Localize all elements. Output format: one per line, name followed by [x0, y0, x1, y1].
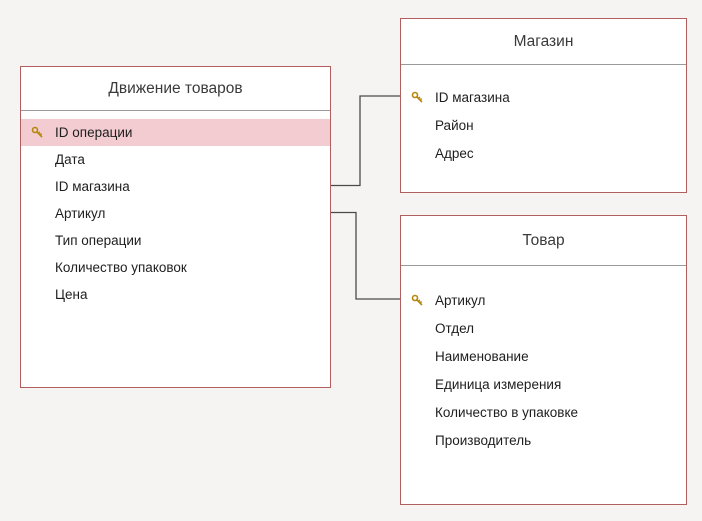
field-row-rajon[interactable]: Район	[401, 111, 686, 139]
primary-key-icon	[411, 294, 435, 307]
field-label: Адрес	[435, 145, 474, 161]
field-row-otdel[interactable]: Отдел	[401, 314, 686, 342]
field-label: Количество упаковок	[55, 260, 187, 275]
field-label: Отдел	[435, 320, 475, 336]
field-row-adres[interactable]: Адрес	[401, 139, 686, 167]
field-row-id-magazina[interactable]: ID магазина	[401, 83, 686, 111]
field-label: Артикул	[435, 292, 486, 308]
relationship-line-magazin[interactable]	[331, 95, 400, 187]
table-title[interactable]: Товар	[401, 216, 686, 266]
field-label: ID операции	[55, 125, 133, 140]
field-list: Артикул Отдел Наименование Единица измер…	[401, 266, 686, 454]
field-label: Наименование	[435, 348, 529, 364]
relationship-line-tovar[interactable]	[331, 211, 400, 300]
field-row-cena[interactable]: Цена	[21, 281, 330, 308]
field-label: ID магазина	[55, 179, 130, 194]
field-label: Тип операции	[55, 233, 142, 248]
primary-key-icon	[411, 91, 435, 104]
table-magazin[interactable]: Магазин ID магазина Район Адрес	[400, 18, 687, 193]
field-row-artikul[interactable]: Артикул	[21, 200, 330, 227]
field-row-kolichestvo-upakovok[interactable]: Количество упаковок	[21, 254, 330, 281]
field-row-data[interactable]: Дата	[21, 146, 330, 173]
field-label: Артикул	[55, 206, 106, 221]
table-tovar[interactable]: Товар Артикул Отдел Наименование	[400, 215, 687, 505]
field-label: Производитель	[435, 432, 532, 448]
field-row-proizvoditel[interactable]: Производитель	[401, 426, 686, 454]
field-label: Район	[435, 117, 474, 133]
field-label: Дата	[55, 152, 85, 167]
field-row-kolichestvo-v-upakovke[interactable]: Количество в упаковке	[401, 398, 686, 426]
table-title[interactable]: Магазин	[401, 19, 686, 65]
field-list: ID магазина Район Адрес	[401, 65, 686, 167]
field-label: Цена	[55, 287, 88, 302]
field-row-edinica-izmereniya[interactable]: Единица измерения	[401, 370, 686, 398]
table-title[interactable]: Движение товаров	[21, 67, 330, 111]
field-row-id-magazina[interactable]: ID магазина	[21, 173, 330, 200]
field-label: Количество в упаковке	[435, 404, 579, 420]
field-label: ID магазина	[435, 89, 510, 105]
field-row-artikul[interactable]: Артикул	[401, 286, 686, 314]
primary-key-icon	[31, 126, 55, 139]
field-label: Единица измерения	[435, 376, 562, 392]
field-list: ID операции Дата ID магазина Артикул Тип…	[21, 111, 330, 308]
field-row-tip-operacii[interactable]: Тип операции	[21, 227, 330, 254]
table-dvizhenie-tovarov[interactable]: Движение товаров ID операции Дата ID маг…	[20, 66, 331, 388]
field-row-id-operacii[interactable]: ID операции	[21, 119, 330, 146]
field-row-naimenovanie[interactable]: Наименование	[401, 342, 686, 370]
